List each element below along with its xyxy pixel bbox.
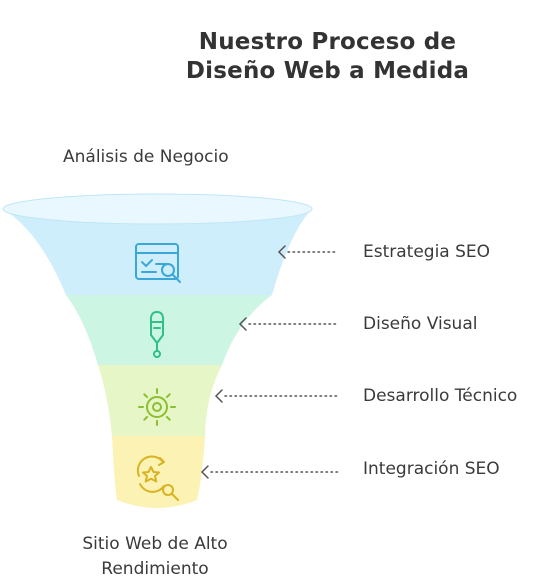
stage-label-3: Desarrollo Técnico [363, 386, 518, 406]
funnel-stage-3 [98, 365, 222, 436]
browser-search-icon [135, 243, 181, 283]
funnel-output-label: Sitio Web de Alto Rendimiento [55, 532, 255, 582]
page-title: Nuestro Proceso de Diseño Web a Medida [0, 28, 555, 86]
funnel-stage-2 [66, 295, 272, 365]
title-line-2: Diseño Web a Medida [185, 58, 470, 84]
funnel-rim [2, 193, 313, 225]
stage-pointer-3 [214, 389, 339, 403]
stage-pointer-1 [277, 245, 339, 259]
gear-icon [138, 388, 176, 426]
pen-nib-icon [149, 311, 165, 358]
output-label-line-2: Rendimiento [101, 559, 209, 579]
stage-pointer-4 [200, 465, 339, 479]
stage-label-4: Integración SEO [363, 459, 500, 479]
stage-label-2: Diseño Visual [363, 314, 478, 334]
star-search-icon [136, 455, 179, 501]
stage-label-1: Estrategia SEO [363, 242, 491, 262]
title-line-1: Nuestro Proceso de [198, 29, 457, 55]
output-label-line-1: Sitio Web de Alto [82, 534, 228, 554]
stage-pointer-2 [238, 317, 339, 331]
funnel-input-label: Análisis de Negocio [63, 147, 229, 167]
